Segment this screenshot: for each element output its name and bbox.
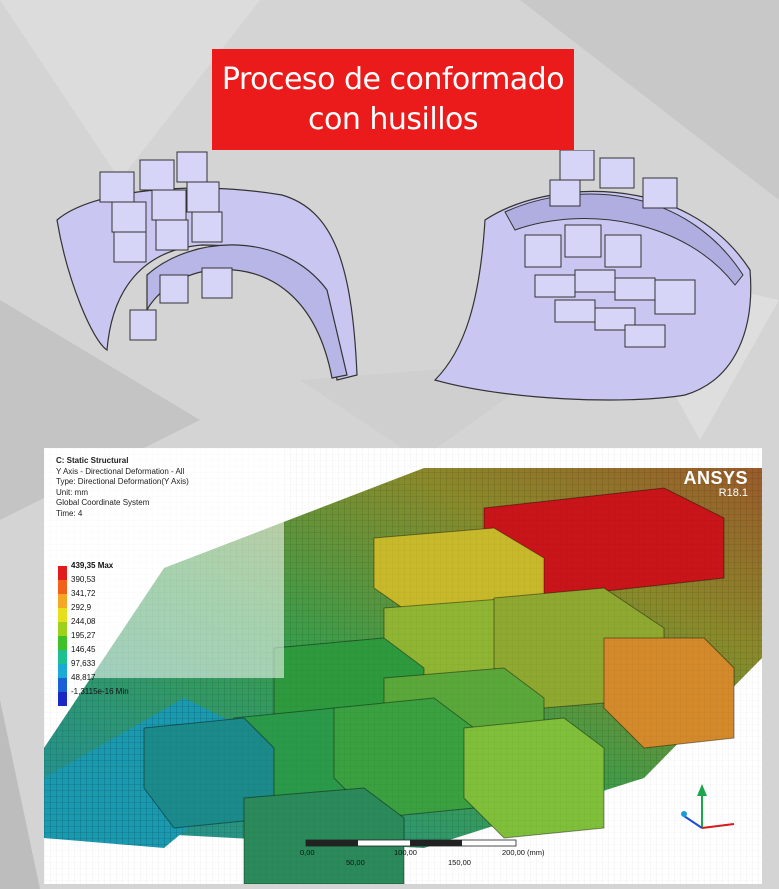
- legend-label: -1,3115e-16 Min: [71, 687, 129, 696]
- legend-label: 195,27: [71, 631, 96, 640]
- simulation-panel: C: Static Structural Y Axis - Directiona…: [44, 448, 762, 884]
- legend-label: 390,53: [71, 575, 96, 584]
- title-line-2: con husillos: [307, 101, 479, 137]
- brand-version: R18.1: [718, 487, 748, 499]
- legend-swatch: [58, 608, 67, 622]
- title-line-1: Proceso de conformado: [221, 61, 565, 97]
- legend-swatch: [58, 594, 67, 608]
- title-banner: Proceso de conformado con husillos: [212, 49, 574, 150]
- legend-label: 146,45: [71, 645, 96, 654]
- legend-swatch: [58, 650, 67, 664]
- legend-label: 97,633: [71, 659, 96, 668]
- deformation-render: [44, 448, 762, 884]
- legend-swatch: [58, 622, 67, 636]
- legend-label: 439,35 Max: [71, 561, 114, 570]
- ansys-brand: ANSYS R18.1: [683, 468, 748, 499]
- legend-label: 292,9: [71, 603, 92, 612]
- info-line: Global Coordinate System: [56, 498, 150, 507]
- legend-swatch: [58, 664, 67, 678]
- legend-label: 341,72: [71, 589, 96, 598]
- scale-label: 100,00: [394, 848, 417, 857]
- info-line: Time: 4: [56, 508, 83, 518]
- left-3d-model: [56, 151, 358, 381]
- scale-label: 0,00: [300, 848, 315, 857]
- legend-swatch: [58, 566, 67, 580]
- scale-label: 150,00: [448, 858, 471, 867]
- legend-label: 48,817: [71, 673, 96, 682]
- axis-triad-icon: [681, 784, 735, 829]
- scale-label: 200,00 (mm): [502, 848, 545, 857]
- info-line: Unit: mm: [56, 487, 88, 497]
- info-line: Type: Directional Deformation(Y Axis): [56, 477, 189, 486]
- brand-name: ANSYS: [683, 468, 748, 488]
- simulation-info: C: Static Structural Y Axis - Directiona…: [56, 456, 189, 519]
- legend-label: 244,08: [71, 617, 96, 626]
- legend-swatch: [58, 636, 67, 650]
- legend-swatch: [58, 692, 67, 706]
- info-line: Y Axis - Directional Deformation - All: [56, 466, 185, 476]
- scale-label: 50,00: [346, 858, 365, 867]
- legend-swatch: [58, 580, 67, 594]
- legend-swatch: [58, 678, 67, 692]
- simulation-header: C: Static Structural: [56, 456, 129, 465]
- right-3d-model: [433, 150, 752, 401]
